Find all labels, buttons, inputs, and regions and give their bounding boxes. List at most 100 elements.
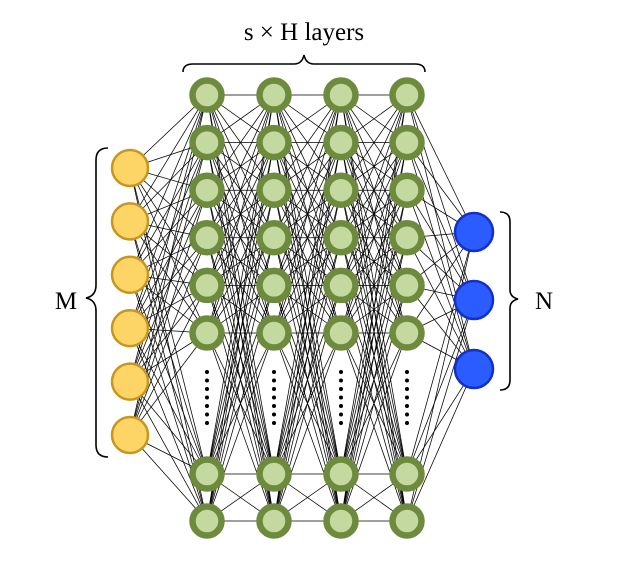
ellipsis-dot xyxy=(405,412,409,417)
input-node xyxy=(110,255,150,295)
hidden-node xyxy=(256,503,292,539)
edge xyxy=(340,94,408,522)
hidden-node xyxy=(189,172,225,208)
ellipsis-dot xyxy=(272,370,276,374)
edge xyxy=(406,299,475,475)
edge xyxy=(129,190,208,329)
input-node xyxy=(110,148,150,188)
hidden-node xyxy=(389,503,425,539)
edge xyxy=(273,190,342,334)
ellipsis-dot xyxy=(405,395,409,400)
output-node xyxy=(453,348,495,390)
edge xyxy=(273,94,342,191)
hidden-node xyxy=(323,220,359,256)
edge xyxy=(129,381,208,522)
edge xyxy=(129,381,208,475)
hidden-node xyxy=(323,124,359,161)
edge xyxy=(340,142,408,334)
edge xyxy=(406,231,475,475)
edge xyxy=(340,142,408,522)
edge xyxy=(129,332,208,436)
hidden-node xyxy=(323,267,359,304)
hidden-node xyxy=(256,172,292,208)
edge xyxy=(129,142,208,275)
hidden-node xyxy=(389,456,425,492)
edge xyxy=(129,328,208,522)
input-brace xyxy=(85,147,109,458)
edge xyxy=(406,237,475,370)
edge xyxy=(340,190,408,334)
edge xyxy=(206,94,275,238)
ellipsis-dot xyxy=(272,412,276,417)
hidden-node xyxy=(189,456,225,492)
ellipsis-dot xyxy=(205,387,209,391)
edge xyxy=(129,94,208,222)
hidden-node xyxy=(256,315,292,351)
ellipsis-dot xyxy=(339,421,343,425)
hidden-node xyxy=(189,315,225,351)
hidden-node xyxy=(256,456,292,492)
edge xyxy=(129,167,208,286)
edge xyxy=(340,94,408,286)
hidden-node xyxy=(389,267,425,304)
hidden-node xyxy=(389,124,425,161)
hidden-node xyxy=(189,220,225,256)
edge xyxy=(340,94,408,475)
ellipsis-dot xyxy=(405,378,409,383)
edge xyxy=(273,142,342,334)
hidden-node xyxy=(323,503,359,539)
hidden-node xyxy=(389,220,425,256)
hidden-node xyxy=(256,267,292,304)
edge xyxy=(206,142,275,522)
edge xyxy=(206,94,275,286)
ellipsis-dot xyxy=(339,378,343,383)
hidden-node xyxy=(256,77,292,113)
output-count-label: N xyxy=(535,288,553,315)
hidden-node xyxy=(189,503,225,539)
ellipsis-dot xyxy=(339,404,343,408)
ellipsis-dot xyxy=(405,387,409,391)
edge xyxy=(340,94,408,191)
edge xyxy=(129,285,208,436)
edge xyxy=(340,94,408,238)
hidden-node xyxy=(323,315,359,351)
ellipsis-dot xyxy=(272,387,276,391)
ellipsis-dot xyxy=(405,370,409,374)
input-node xyxy=(110,362,150,401)
edge xyxy=(206,94,275,522)
hidden-node xyxy=(189,124,225,161)
edge xyxy=(129,221,208,334)
output-node xyxy=(453,279,495,321)
edge xyxy=(273,332,342,522)
edge xyxy=(129,328,208,475)
edge xyxy=(340,332,408,522)
hidden-node xyxy=(389,77,425,113)
network-nodes xyxy=(110,77,495,539)
input-node xyxy=(110,415,150,455)
edge xyxy=(273,142,342,522)
ellipsis-dots xyxy=(205,370,409,425)
input-node xyxy=(110,308,150,348)
connection-edges xyxy=(129,94,475,522)
edge xyxy=(273,94,342,238)
edge xyxy=(129,237,208,436)
edge xyxy=(273,94,342,522)
edge xyxy=(129,190,208,382)
edge xyxy=(406,142,475,301)
hidden-layers-brace xyxy=(182,54,426,73)
edge xyxy=(206,94,275,191)
hidden-node xyxy=(189,267,225,304)
ellipsis-dot xyxy=(405,421,409,425)
edge xyxy=(406,94,475,233)
edge xyxy=(206,190,275,334)
edge xyxy=(129,142,208,329)
hidden-node xyxy=(323,77,359,113)
edge xyxy=(206,142,275,334)
ellipsis-dot xyxy=(272,378,276,383)
ellipsis-dot xyxy=(272,404,276,408)
hidden-layers-label: s × H layers xyxy=(244,19,364,46)
ellipsis-dot xyxy=(205,370,209,374)
ellipsis-dot xyxy=(205,421,209,425)
ellipsis-dot xyxy=(205,378,209,383)
